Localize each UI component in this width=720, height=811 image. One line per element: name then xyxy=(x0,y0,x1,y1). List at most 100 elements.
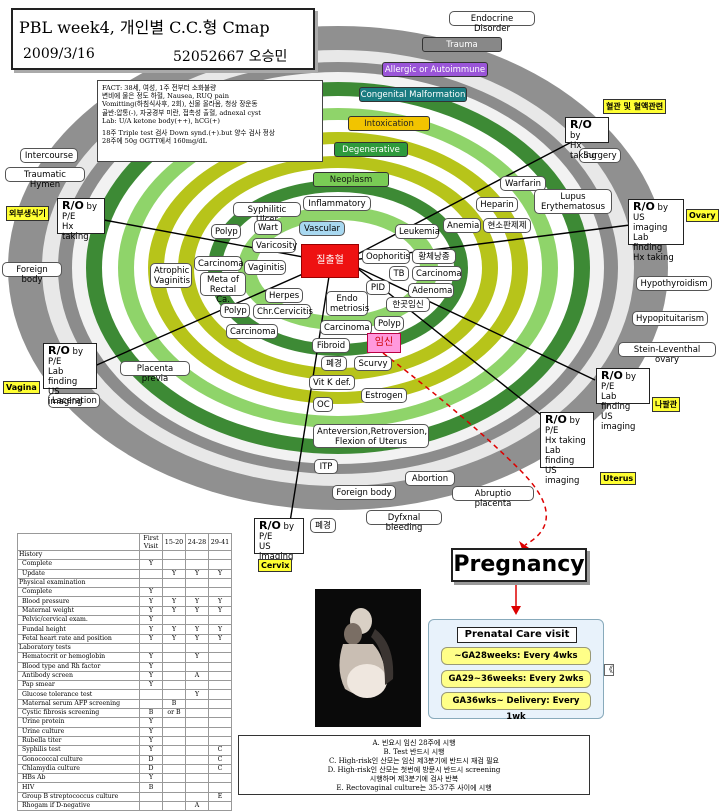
node-hanbeol: 한곳임신 xyxy=(386,297,430,312)
table-cell xyxy=(162,791,186,803)
ro-body: P/E Lab finding US imaging xyxy=(601,382,636,432)
connector-lines xyxy=(89,134,631,523)
title-id: 52052667 오승민 xyxy=(173,49,288,65)
table-cell: E xyxy=(208,791,232,803)
ro-head: R/O xyxy=(48,344,70,357)
title-box: PBL week4, 개인별 C.C.형 Cmap 2009/3/16 5205… xyxy=(11,8,315,70)
node-varicosity: Varicosity xyxy=(252,238,297,253)
table-cell: C xyxy=(208,745,232,756)
table-cell xyxy=(162,577,186,589)
ro-body: P/E US imaging xyxy=(259,532,294,562)
node-vitk: Vit K def. xyxy=(309,375,355,390)
node-carcinoma-1: Carcinoma xyxy=(194,256,244,271)
category-neoplasm: Neoplasm xyxy=(313,172,389,187)
table-cell xyxy=(185,698,209,710)
node-chr-cervicitis: Chr.Cervicitis xyxy=(253,304,313,319)
ro-body: US imaging Lab finding Hx taking xyxy=(633,213,674,263)
table-cell xyxy=(139,642,163,654)
fact-line: FACT: 38세, 여성, 1주 전부터 소화불량 xyxy=(102,84,217,92)
table-cell: or B xyxy=(162,708,186,719)
note-line: C. High-risk인 산모는 임신 제3분기에 반드시 재검 필요 xyxy=(329,757,499,765)
table-row-label: Fundal height xyxy=(17,624,140,635)
table-row-label: Glucose tolerance test xyxy=(17,689,140,700)
table-cell: Y xyxy=(185,689,209,700)
tag-vagina: Vagina xyxy=(3,381,40,394)
prenatal-header: Prenatal Care visit xyxy=(457,627,577,643)
title-date: 2009/3/16 xyxy=(23,46,95,62)
table-cell: Y xyxy=(162,633,186,644)
collapse-arrow-icon[interactable]: 《 xyxy=(604,664,614,676)
table-row-label: Rubella titer xyxy=(17,735,140,747)
table-cell: Y xyxy=(139,587,163,598)
table-cell xyxy=(185,549,209,561)
table-cell xyxy=(208,615,232,626)
table-cell xyxy=(162,661,186,672)
table-cell xyxy=(162,782,186,793)
table-cell xyxy=(162,587,186,598)
fact-line: 18주 Triple test 검사 Down synd.(+).but 양수 … xyxy=(102,129,275,138)
table-cell: B xyxy=(162,698,186,710)
table-cell xyxy=(208,642,232,654)
table-row: History xyxy=(17,549,232,561)
ro-head: R/O xyxy=(633,200,655,213)
table-cell xyxy=(162,735,186,747)
table-cell xyxy=(185,661,209,672)
table-cell: Y xyxy=(139,633,163,644)
table-cell xyxy=(185,680,209,691)
table-cell: Y xyxy=(185,624,209,635)
table-header xyxy=(17,533,140,551)
table-header: 29-41 xyxy=(208,533,232,551)
node-itp: ITP xyxy=(314,459,338,474)
tag-ovary: Ovary xyxy=(686,209,719,222)
category-intoxication: Intoxication xyxy=(348,116,430,131)
table-cell: Y xyxy=(139,726,163,737)
table-cell xyxy=(208,587,232,598)
category-trauma: Trauma xyxy=(422,37,502,52)
ro-by: by xyxy=(283,522,294,532)
table-row-label: Blood pressure xyxy=(17,596,140,607)
table-cell: Y xyxy=(185,596,209,607)
fact-box: FACT: 38세, 여성, 1주 전부터 소화불량 변비에 물은 정도 하혈,… xyxy=(97,80,323,162)
table-cell xyxy=(139,568,163,579)
table-row-label: Maternal serum AFP screening xyxy=(17,698,140,710)
table-cell xyxy=(185,559,209,570)
table-cell: Y xyxy=(139,559,163,570)
table-cell: Y xyxy=(162,624,186,635)
table-cell xyxy=(139,800,163,811)
fact-line: 28주에 50g OGTT에서 160mg/dL xyxy=(102,137,208,146)
node-stein-leventhal: Stein-Leventhal ovary xyxy=(618,342,716,365)
table-cell: Y xyxy=(208,596,232,607)
ro-body: P/E Hx taking Lab finding US imaging xyxy=(545,426,586,486)
table-row-label: Group B streptococcus culture xyxy=(17,791,140,803)
table-cell xyxy=(208,680,232,691)
node-abortion: Abortion xyxy=(405,471,455,486)
center-node-vaginal-bleeding: 질출혈 xyxy=(301,244,359,278)
table-cell xyxy=(185,708,209,719)
table-cell xyxy=(162,615,186,626)
table-cell xyxy=(185,717,209,728)
node-anemia: Anemia xyxy=(443,218,481,233)
table-row-label: Urine protein xyxy=(17,717,140,728)
table-cell: Y xyxy=(208,633,232,644)
table-cell xyxy=(162,559,186,570)
table-cell xyxy=(208,717,232,728)
table-cell xyxy=(208,652,232,663)
ro-head: R/O xyxy=(601,369,623,382)
pregnancy-photo xyxy=(315,589,421,727)
node-oophoritis: Oophoritis xyxy=(362,249,410,264)
node-atrophic-vaginitis: Atrophic Vaginitis xyxy=(150,263,192,288)
ro-head: R/O xyxy=(259,519,281,532)
table-row-label: HIV xyxy=(17,782,140,793)
table-row-label: Syphilis test xyxy=(17,745,140,756)
table-cell xyxy=(185,745,209,756)
table-cell xyxy=(162,773,186,784)
